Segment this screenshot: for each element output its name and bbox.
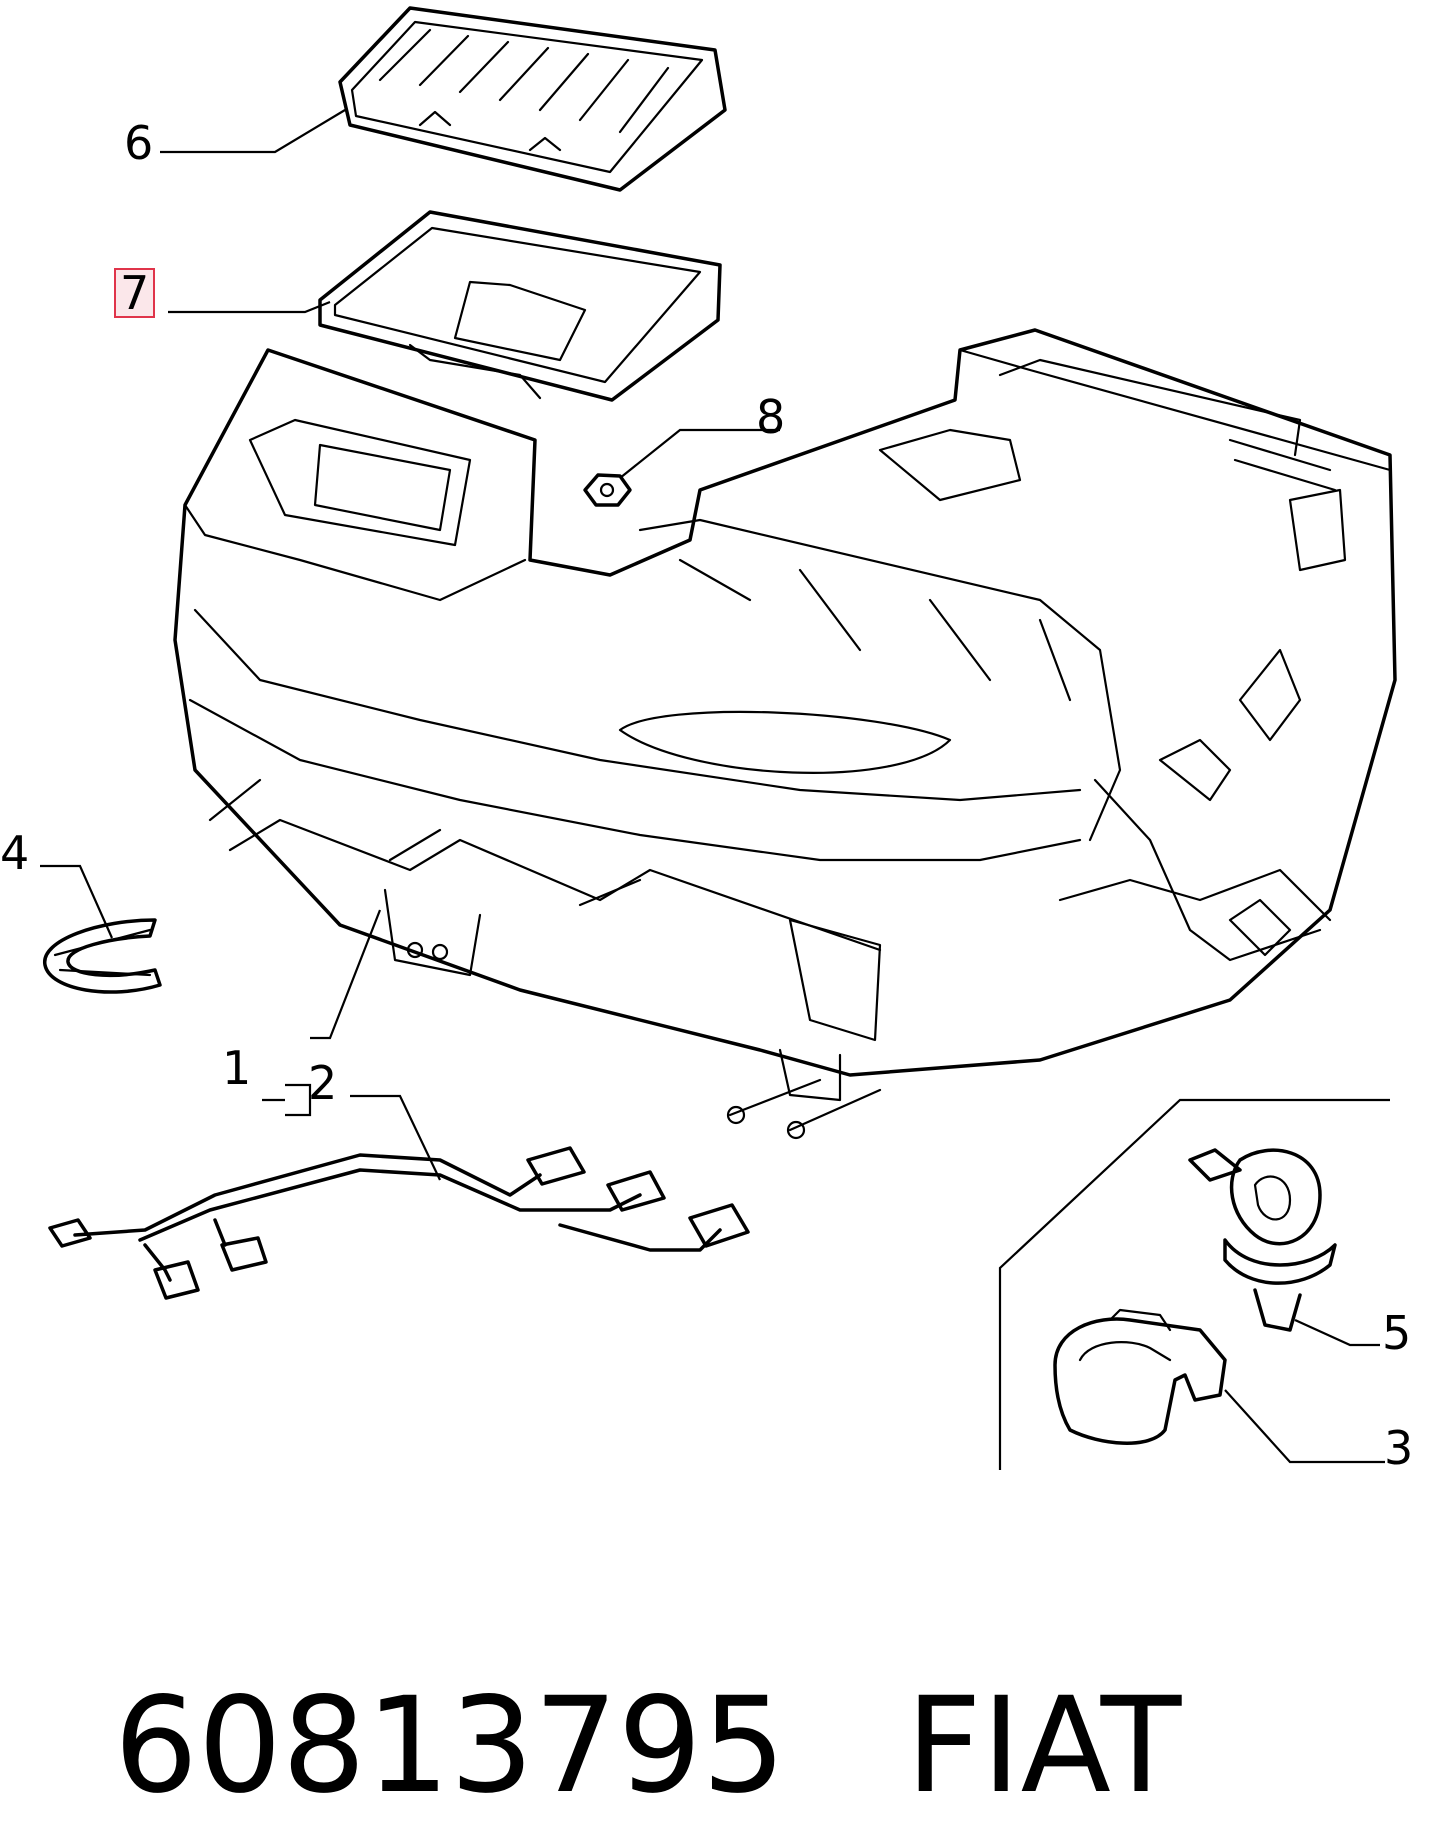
leader-2 [350, 1094, 441, 1181]
leader-5 [1294, 1318, 1380, 1347]
heater-housing-part-1 [173, 328, 1397, 1140]
callout-1: 1 [222, 1041, 252, 1095]
callout-8: 8 [756, 390, 786, 444]
leader-4 [40, 864, 114, 939]
callout-3: 3 [1384, 1421, 1414, 1475]
leader-7 [168, 300, 331, 314]
callout-2: 2 [308, 1056, 338, 1110]
callout-4: 4 [0, 826, 30, 880]
leader-3 [1224, 1389, 1385, 1464]
filter-cartridge-part-6 [338, 6, 727, 192]
inset-frame [998, 1098, 1390, 1470]
hose-clamp-part-4 [43, 918, 162, 994]
heater-unit-exploded-diagram [40, 6, 1397, 1470]
brand-name: FIAT [905, 1669, 1182, 1823]
leader-6 [160, 109, 346, 154]
part-number: 60813795 [113, 1669, 786, 1823]
leader-1-bracket [262, 1083, 312, 1117]
pipe-clip-part-3 [1053, 1308, 1227, 1445]
push-clip-part-5 [1188, 1148, 1337, 1332]
nut-part-8 [583, 473, 632, 507]
callout-5: 5 [1382, 1306, 1412, 1360]
wiring-harness-part-2 [48, 1146, 750, 1300]
leader-8 [619, 428, 780, 479]
callout-6: 6 [124, 116, 154, 170]
leader-1 [310, 909, 382, 1040]
filter-frame-part-7 [318, 210, 722, 402]
callout-7: 7 [114, 268, 156, 318]
leader-lines [40, 109, 1385, 1464]
